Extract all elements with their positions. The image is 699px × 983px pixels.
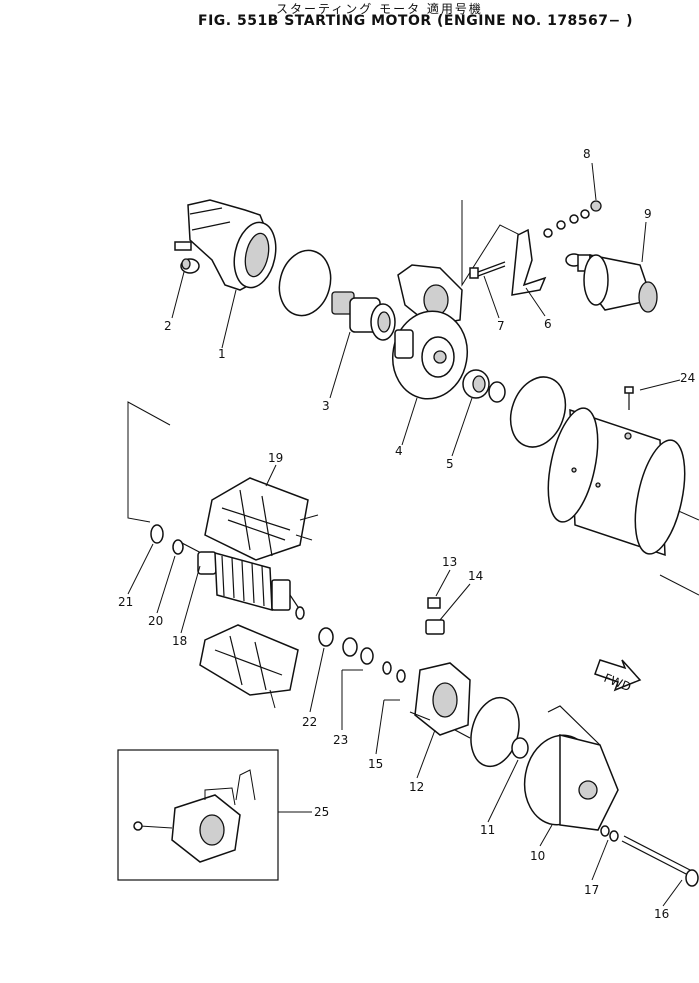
- callout-4: 4: [395, 444, 403, 458]
- part-6-lever: [511, 228, 547, 296]
- part-4-center-housing: [392, 310, 468, 400]
- callout-14: 14: [468, 569, 483, 583]
- callout-6: 6: [544, 317, 552, 331]
- part-3-pinion-clutch: [331, 291, 396, 341]
- part-2-bushing: [180, 258, 200, 274]
- field-coil-lower: [199, 624, 299, 709]
- callout-3: 3: [322, 399, 330, 413]
- part-11-bushing: [511, 737, 529, 759]
- part-16-through-bolt: [621, 835, 699, 887]
- callout-7: 7: [497, 319, 505, 333]
- part-19-field-coil: [204, 477, 319, 561]
- callout-25: 25: [314, 805, 329, 819]
- callout-19: 19: [268, 451, 283, 465]
- bracket-line-top: [461, 200, 531, 287]
- part-5-bearing: [462, 369, 506, 403]
- part-20-thrust-washer: [172, 539, 206, 556]
- part-18-armature: [197, 551, 305, 620]
- part-1-drive-housing: [174, 199, 277, 291]
- japanese-title: スターティング モータ 適用号機: [276, 2, 483, 16]
- callout-9: 9: [644, 207, 652, 221]
- callout-10: 10: [530, 849, 545, 863]
- bracket-line-right: [659, 574, 699, 596]
- callout-5: 5: [446, 457, 454, 471]
- callout-23: 23: [333, 733, 348, 747]
- callout-11: 11: [480, 823, 495, 837]
- part-24-screw: [624, 386, 634, 410]
- part-25-inset: [117, 749, 279, 881]
- callout-17: 17: [584, 883, 599, 897]
- callout-2: 2: [164, 319, 172, 333]
- callout-8: 8: [583, 147, 591, 161]
- part-22-washer: [318, 627, 334, 647]
- part-9-magnetic-switch: [565, 253, 658, 313]
- callout-15: 15: [368, 757, 383, 771]
- part-12-brush-holder: [409, 662, 471, 739]
- part-23-washers: [342, 637, 374, 665]
- part-10-rear-bracket: [523, 705, 619, 831]
- callout-24: 24: [680, 371, 695, 385]
- part-7-bolt: [469, 261, 506, 279]
- callout-21: 21: [118, 595, 133, 609]
- part-14-brush: [425, 619, 445, 635]
- gasket: [278, 249, 332, 317]
- o-ring-large: [509, 376, 567, 448]
- part-8-nuts: [543, 200, 602, 238]
- part-21-washer: [150, 524, 164, 544]
- part-13-brush-spring: [427, 597, 441, 609]
- o-ring-lower: [470, 696, 520, 768]
- callout-13: 13: [442, 555, 457, 569]
- callout-18: 18: [172, 634, 187, 648]
- callout-20: 20: [148, 614, 163, 628]
- part-17-washers: [600, 825, 619, 842]
- leader-lines: [127, 162, 683, 907]
- figure-title: FIG. 551B STARTING MOTOR (ENGINE NO. 178…: [198, 13, 634, 29]
- callout-16: 16: [654, 907, 669, 921]
- bracket-line-left: [127, 401, 171, 523]
- callout-1: 1: [218, 347, 226, 361]
- part-15-springs: [382, 661, 406, 683]
- callout-22: 22: [302, 715, 317, 729]
- callout-12: 12: [409, 780, 424, 794]
- yoke-cylinder: [547, 407, 686, 557]
- fwd-direction-arrow: FWD: [594, 659, 642, 694]
